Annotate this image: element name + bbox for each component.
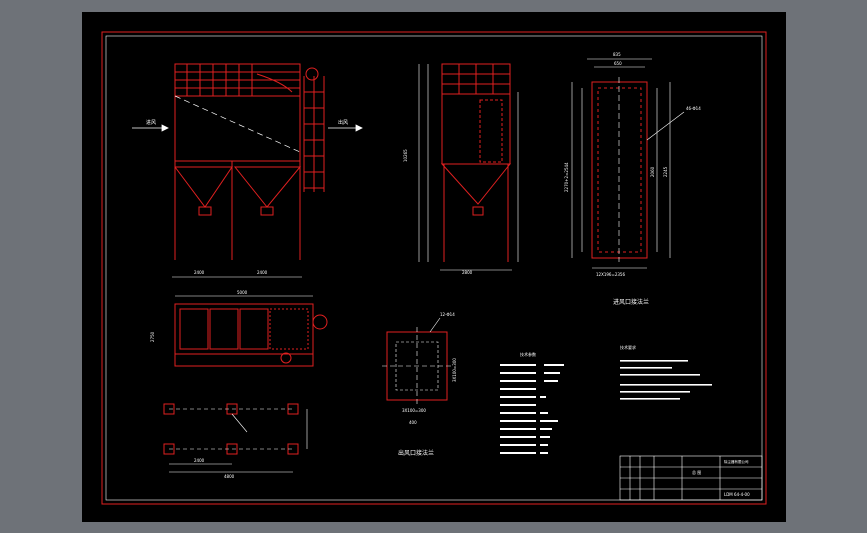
inlet-arrow xyxy=(132,124,169,132)
tech-params-rows xyxy=(500,364,564,454)
dim-inlet-w-outer: 835 xyxy=(613,52,621,57)
dim-side-base: 2800 xyxy=(462,270,473,275)
dim-front-hopper-right: 2400 xyxy=(257,270,268,275)
title-block-company: 除尘器有限公司 xyxy=(724,459,749,464)
outlet-flange-title: 出风口接法兰 xyxy=(398,449,434,457)
dim-outlet-bottom: 3X100=300 xyxy=(402,408,426,413)
plan-view xyxy=(174,303,328,367)
title-block-name: 总 图 xyxy=(692,469,701,475)
inner-frame xyxy=(105,35,763,501)
inlet-flange-title: 进风口接法兰 xyxy=(613,298,649,306)
inlet-flange-outer xyxy=(591,81,648,259)
side-elevation xyxy=(440,63,512,262)
side-inlet-flange xyxy=(479,99,503,163)
dim-plan-width: 2750 xyxy=(150,331,155,342)
cad-drawing: 进风 出风 2400 2400 2800 10265 835 650 46-Φ1… xyxy=(101,31,767,505)
inlet-flange-leader xyxy=(646,111,685,141)
tech-params-title: 技术参数 xyxy=(520,351,536,357)
outlet-flange-leader xyxy=(429,317,441,333)
inlet-flange-inner xyxy=(597,87,642,253)
foundation-centerlines xyxy=(169,408,293,450)
dim-inlet-bottom: 12X196=2356 xyxy=(596,272,625,277)
tech-notes-title: 技术要求 xyxy=(620,344,636,350)
inlet-label: 进风 xyxy=(146,119,156,126)
dim-plan-length: 5000 xyxy=(237,290,248,295)
outer-frame xyxy=(101,31,767,505)
foundation-dimensions xyxy=(169,409,308,473)
dim-foundation-span1: 2400 xyxy=(194,458,205,463)
front-elevation xyxy=(172,63,325,278)
dim-inlet-h-inner: 2060 xyxy=(650,166,655,177)
dim-inlet-w-inner: 650 xyxy=(614,61,622,66)
inlet-flange-holes: 46-Φ14 xyxy=(686,106,701,111)
dim-inlet-h-right: 2245 xyxy=(663,166,668,177)
front-filter-body xyxy=(174,95,301,162)
inlet-flange-dimensions xyxy=(571,58,671,269)
dim-outlet-right: 3X100=300 xyxy=(452,358,457,382)
inlet-flange-view xyxy=(591,81,648,259)
dim-front-hopper-left: 2400 xyxy=(194,270,205,275)
drawing-sheet: 进风 出风 2400 2400 2800 10265 835 650 46-Φ1… xyxy=(82,12,786,522)
side-dimensions xyxy=(418,64,519,271)
dim-outlet-total: 400 xyxy=(409,420,417,425)
tech-notes-lines xyxy=(620,360,712,400)
title-block xyxy=(619,455,763,501)
dim-side-total-height: 10265 xyxy=(403,149,408,162)
dim-foundation-total: 4800 xyxy=(224,474,235,479)
outlet-arrow xyxy=(328,124,363,132)
foundation-layout xyxy=(163,403,299,455)
side-filter-body xyxy=(441,93,511,165)
dim-inlet-h-left: 2270+2=2544 xyxy=(564,162,569,192)
outlet-flange-holes: 12-Φ14 xyxy=(440,312,455,317)
plan-outline xyxy=(174,303,314,367)
outlet-label: 出风 xyxy=(338,119,348,126)
drawing-number: LDM 64-4-00 xyxy=(724,492,750,497)
